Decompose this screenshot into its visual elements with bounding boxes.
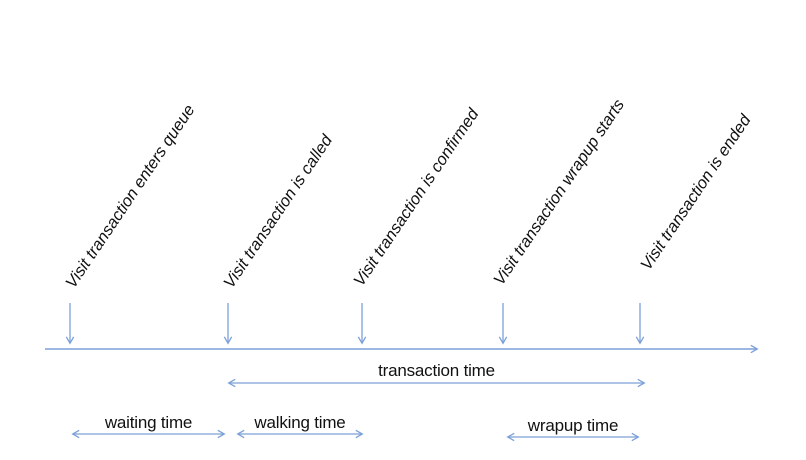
span-label-waiting-time: waiting time bbox=[104, 413, 193, 432]
span-label-wrapup-time: wrapup time bbox=[527, 416, 619, 435]
span-label-transaction-time: transaction time bbox=[378, 361, 495, 380]
span-label-walking-time: walking time bbox=[254, 413, 346, 432]
